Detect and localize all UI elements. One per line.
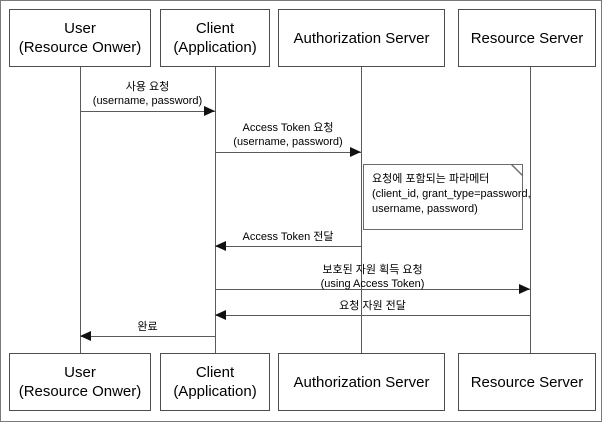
note-text: 요청에 포함되는 파라메터 (client_id, grant_type=pas… — [372, 172, 531, 217]
actor-footer-user-line2: (Resource Onwer) — [18, 383, 142, 400]
message-label-3-line1: Access Token 전달 — [242, 231, 334, 243]
actor-header-client[interactable]: Client (Application) — [160, 9, 270, 67]
message-arrowhead-5 — [215, 310, 226, 320]
message-label-2: Access Token 요청 (username, password) — [215, 121, 361, 149]
message-label-2-line1: Access Token 요청 — [242, 122, 334, 134]
message-label-5: 요청 자원 전달 — [215, 299, 530, 313]
lifeline-resource-server — [530, 67, 531, 353]
message-label-1-line1: 사용 요청 — [125, 81, 170, 93]
actor-header-client-line1: Client — [195, 20, 235, 37]
message-label-2-line2: (username, password) — [233, 136, 343, 148]
message-label-4-line2: (using Access Token) — [320, 278, 425, 290]
note-fold-inner-icon — [513, 165, 522, 174]
actor-footer-user-line1: User — [64, 364, 96, 381]
message-arrowhead-4 — [519, 284, 530, 294]
message-label-3: Access Token 전달 — [215, 230, 361, 244]
actor-header-user-line1: User — [64, 20, 96, 37]
actor-header-resource-server[interactable]: Resource Server — [458, 9, 596, 67]
message-arrow-4 — [215, 289, 530, 290]
actor-header-user-line2: (Resource Onwer) — [18, 39, 142, 56]
message-label-5-line1: 요청 자원 전달 — [339, 300, 406, 312]
note-text-line-3: username, password) — [372, 203, 478, 215]
message-arrow-1 — [80, 111, 215, 112]
actor-header-resource-server-line1: Resource Server — [470, 29, 584, 47]
actor-footer-resource-server[interactable]: Resource Server — [458, 353, 596, 411]
message-label-1-line2: (username, password) — [92, 95, 203, 107]
actor-footer-client[interactable]: Client (Application) — [160, 353, 270, 411]
actor-footer-authorization-server-line1: Authorization Server — [293, 373, 430, 391]
message-label-4: 보호된 자원 획득 요청 (using Access Token) — [215, 263, 530, 291]
actor-footer-client-line1: Client — [195, 364, 235, 381]
note-request-parameters: 요청에 포함되는 파라메터 (client_id, grant_type=pas… — [363, 164, 531, 230]
actor-footer-resource-server-line1: Resource Server — [470, 373, 584, 391]
message-arrow-2 — [215, 152, 361, 153]
message-arrow-3 — [215, 246, 361, 247]
message-label-6-line1: 완료 — [137, 321, 158, 333]
message-label-4-line1: 보호된 자원 획득 요청 — [322, 264, 423, 276]
lifeline-user — [80, 67, 81, 353]
actor-footer-user[interactable]: User (Resource Onwer) — [9, 353, 151, 411]
actor-header-user[interactable]: User (Resource Onwer) — [9, 9, 151, 67]
message-arrowhead-3 — [215, 241, 226, 251]
message-label-6: 완료 — [80, 320, 215, 334]
note-text-line-1: 요청에 포함되는 파라메터 — [372, 173, 490, 185]
actor-header-client-line2: (Application) — [173, 39, 257, 56]
message-arrowhead-2 — [350, 147, 361, 157]
message-label-1: 사용 요청 (username, password) — [80, 80, 215, 108]
lifeline-authorization-server — [361, 67, 362, 353]
actor-footer-authorization-server[interactable]: Authorization Server — [278, 353, 445, 411]
note-text-line-2: (client_id, grant_type=password, — [372, 188, 531, 200]
actor-header-authorization-server[interactable]: Authorization Server — [278, 9, 445, 67]
lifeline-client — [215, 67, 216, 353]
actor-footer-client-line2: (Application) — [173, 383, 257, 400]
message-arrow-5 — [215, 315, 530, 316]
message-arrowhead-6 — [80, 331, 91, 341]
message-arrow-6 — [80, 336, 215, 337]
message-arrowhead-1 — [204, 106, 215, 116]
actor-header-authorization-server-line1: Authorization Server — [293, 29, 430, 47]
